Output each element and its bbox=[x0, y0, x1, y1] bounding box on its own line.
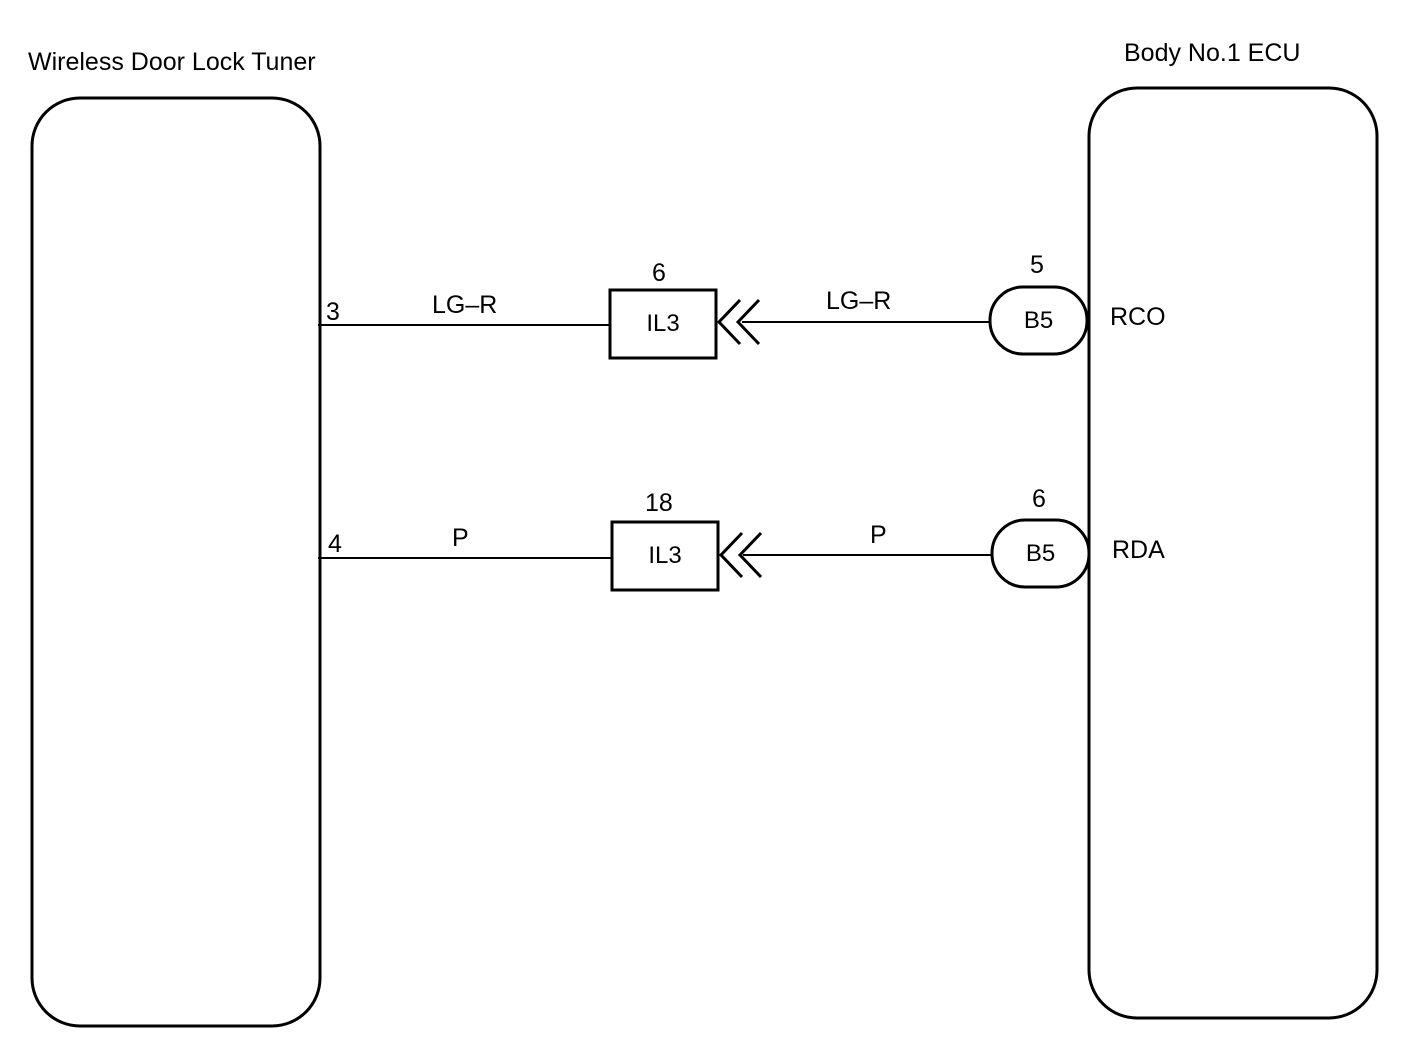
wireless-door-lock-tuner-outline bbox=[30, 96, 322, 1028]
junction-connector-label: IL3 bbox=[646, 310, 680, 337]
wire-color-label: LG–R bbox=[432, 291, 498, 319]
ecu-pin-label: 6 bbox=[1032, 485, 1046, 513]
junction-connector-box-1 bbox=[608, 288, 718, 360]
junction-connector-label: IL3 bbox=[648, 542, 682, 569]
junction-pin-label: 18 bbox=[645, 489, 673, 517]
ecu-connector-label: B5 bbox=[1025, 540, 1056, 567]
ecu-terminal-label: RCO bbox=[1110, 303, 1166, 331]
right-component-title: Body No.1 ECU bbox=[1124, 39, 1301, 67]
left-pin-label: 4 bbox=[328, 530, 342, 558]
wire-color-label: P bbox=[870, 521, 887, 549]
wire-color-label: P bbox=[452, 524, 469, 552]
wire-color-label: LG–R bbox=[826, 287, 892, 315]
ecu-connector-oval-1 bbox=[988, 285, 1089, 356]
ecu-pin-label: 5 bbox=[1030, 251, 1044, 279]
left-component-title: Wireless Door Lock Tuner bbox=[28, 48, 316, 76]
connector-chevron-icon bbox=[716, 298, 761, 346]
ecu-connector-oval-2 bbox=[990, 518, 1091, 589]
connector-chevron-icon bbox=[718, 531, 763, 579]
junction-pin-label: 6 bbox=[652, 259, 666, 287]
junction-connector-box-2 bbox=[610, 520, 720, 592]
ecu-connector-label: B5 bbox=[1023, 307, 1054, 334]
left-pin-label: 3 bbox=[326, 298, 340, 326]
ecu-terminal-label: RDA bbox=[1112, 536, 1165, 564]
